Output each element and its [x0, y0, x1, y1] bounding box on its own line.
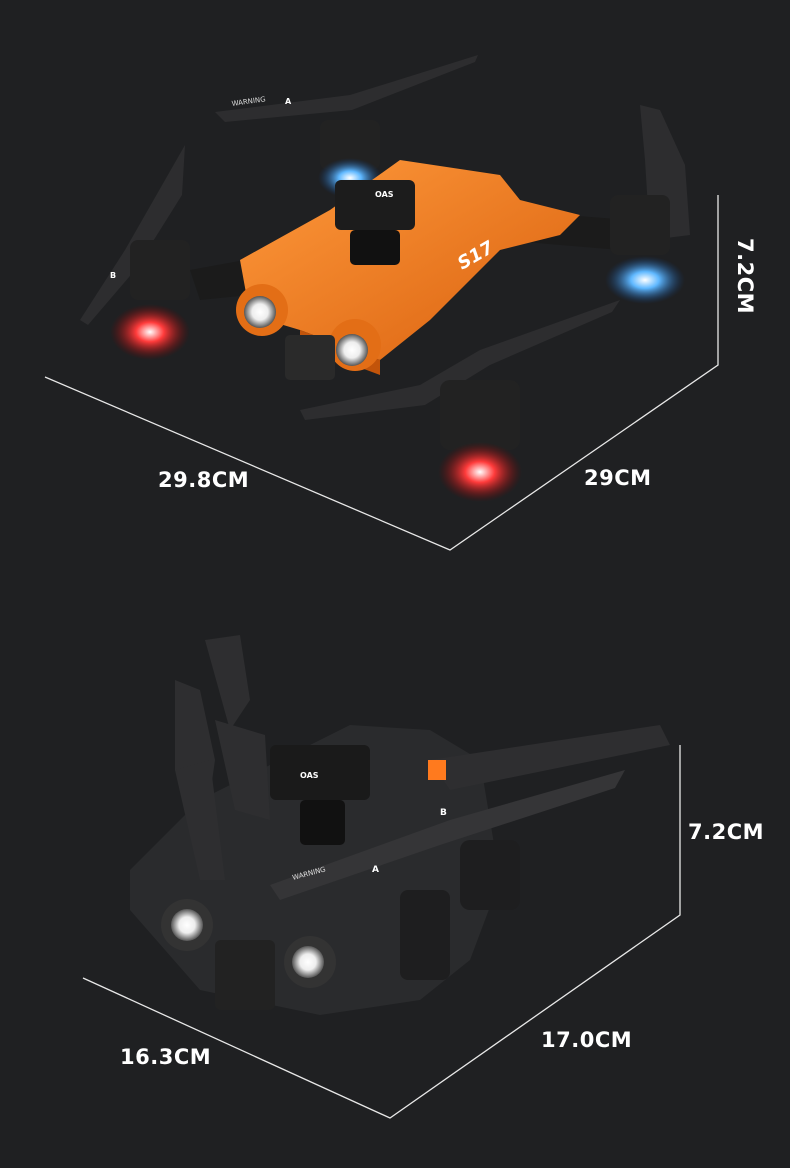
- top-height-label: 7.2CM: [733, 238, 757, 315]
- top-dimension-lines: [44, 195, 719, 551]
- top-depth-label: 29CM: [584, 466, 652, 490]
- folded-camera-mark: OAS: [300, 771, 319, 780]
- drone-folded: OAS WARNING A B: [130, 635, 670, 1015]
- folded-depth-label: 17.0CM: [541, 1028, 633, 1052]
- propeller-mark-b: B: [110, 271, 116, 280]
- propeller-warning: WARNING: [231, 95, 266, 108]
- folded-height-label: 7.2CM: [688, 820, 765, 844]
- folded-propeller-mark-a: A: [372, 865, 379, 875]
- bottom-dimension-lines: [82, 745, 681, 1119]
- drone-unfolded: OAS S17 WARNING A B: [80, 55, 690, 502]
- top-camera-mark: OAS: [375, 190, 394, 199]
- folded-width-label: 16.3CM: [120, 1045, 212, 1069]
- propeller-mark-a: A: [285, 97, 292, 106]
- folded-propeller-mark-b: B: [440, 808, 447, 818]
- top-width-label: 29.8CM: [158, 468, 250, 492]
